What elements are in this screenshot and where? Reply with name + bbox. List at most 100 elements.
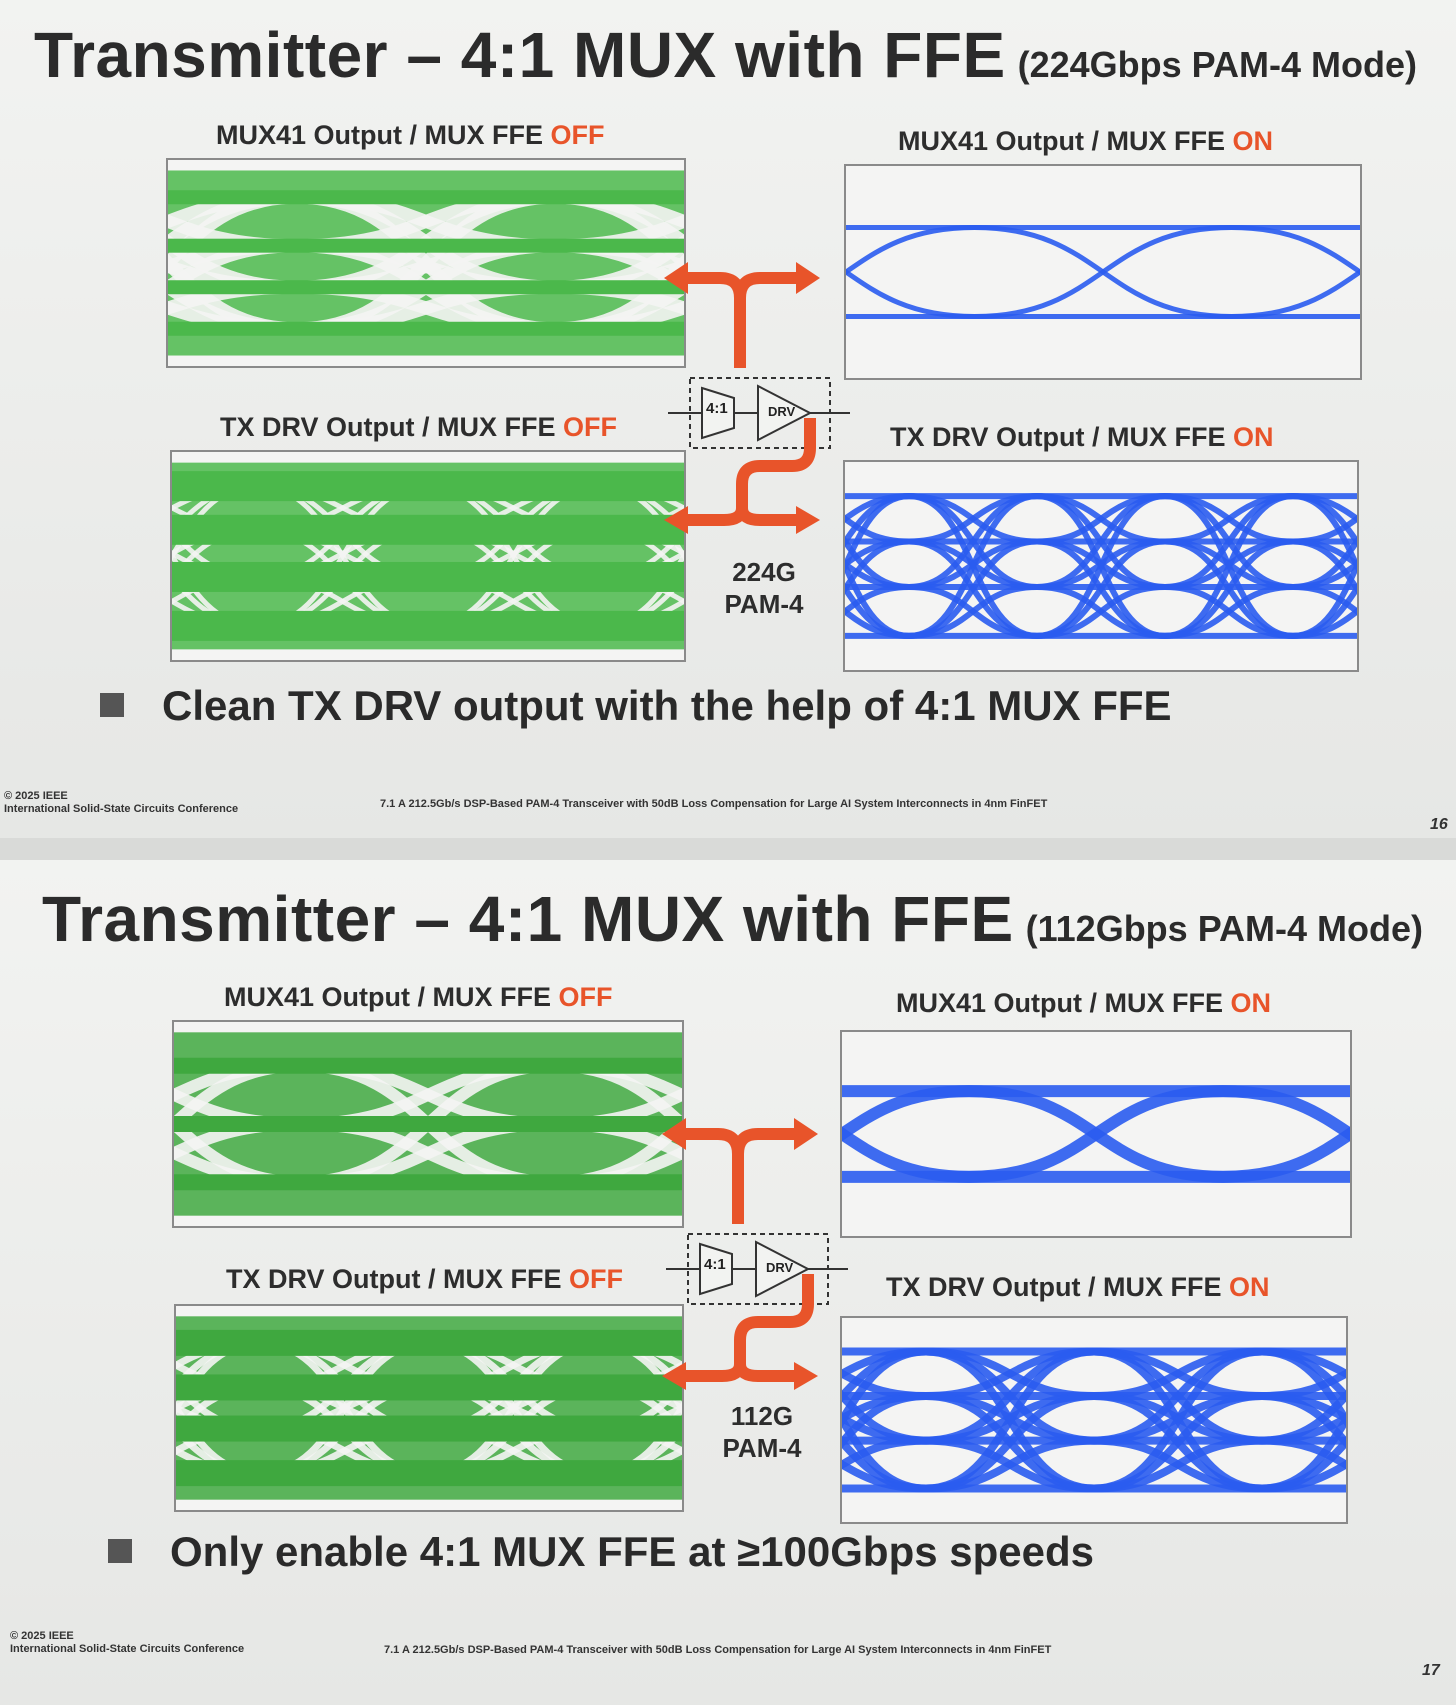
label-text: TX DRV Output / MUX FFE <box>226 1264 569 1294</box>
eye-level-band <box>174 1057 682 1074</box>
eye-level-band <box>176 1374 682 1401</box>
eye-diagram-mux-on <box>840 1030 1352 1238</box>
drv-label: DRV <box>768 404 796 419</box>
footer-paper-title: 7.1 A 212.5Gb/s DSP-Based PAM-4 Transcei… <box>384 1644 1052 1656</box>
rate-value: 112G <box>730 1401 794 1431</box>
slide-title: Transmitter – 4:1 MUX with FFE(112Gbps P… <box>42 882 1423 956</box>
arrowhead-right-icon <box>794 1118 818 1150</box>
mux-label: 4:1 <box>706 400 728 417</box>
eye-image <box>845 493 1357 639</box>
footer-left: © 2025 IEEE International Solid-State Ci… <box>4 790 238 816</box>
arrow-down-path <box>734 1274 814 1376</box>
arrow-down-path <box>736 418 816 520</box>
eye-diagram-mux-off <box>172 1020 684 1228</box>
state-off: OFF <box>568 1264 623 1294</box>
arrowhead-left-icon <box>662 1362 686 1390</box>
diagram-graphics <box>662 1118 848 1390</box>
driver-symbol-icon <box>755 1240 811 1298</box>
eye-level-band <box>172 561 684 592</box>
slide-title: Transmitter – 4:1 MUX with FFE (224Gbps P… <box>34 18 1417 92</box>
data-rate-label: 224G PAM-4 <box>704 556 824 620</box>
eye-diagram-drv-off <box>174 1304 684 1512</box>
rate-modulation: PAM-4 <box>724 589 804 619</box>
eye-level-band <box>174 1116 682 1132</box>
arrow-up-right <box>734 272 800 299</box>
label-drv-ffe-off: TX DRV Output / MUX FFE OFF <box>226 1264 623 1295</box>
arrowhead-right-icon <box>796 262 820 294</box>
label-mux-ffe-off: MUX41 Output / MUX FFE OFF <box>224 982 613 1013</box>
slide-separator <box>0 838 1456 860</box>
eye-trace <box>968 1085 1224 1183</box>
label-mux-ffe-off: MUX41 Output / MUX FFE OFF <box>216 120 605 151</box>
eye-trace <box>846 268 975 320</box>
arrow-bottom-split <box>682 507 800 526</box>
eye-diagram-mux-off <box>166 158 686 368</box>
title-main: Transmitter – 4:1 MUX with FFE <box>34 19 1006 91</box>
state-on: ON <box>1232 126 1274 156</box>
title-mode: (224Gbps PAM-4 Mode) <box>1017 44 1417 85</box>
footer-left: © 2025 IEEE International Solid-State Ci… <box>10 1630 244 1656</box>
eye-trace <box>1231 224 1360 276</box>
eye-level-band <box>172 514 684 545</box>
eye-diagram-drv-off <box>170 450 686 662</box>
eye-trace <box>846 224 975 276</box>
eye-level-band <box>168 238 684 253</box>
mux-symbol-icon <box>701 386 735 440</box>
eye-trace <box>842 1347 927 1428</box>
page-number: 16 <box>1430 816 1448 833</box>
label-text: MUX41 Output / MUX FFE <box>216 120 551 150</box>
label-mux-ffe-on: MUX41 Output / MUX FFE ON <box>896 988 1271 1019</box>
eye-trace <box>842 1436 927 1470</box>
bullet-text: Clean TX DRV output with the help of 4:1… <box>162 682 1172 729</box>
arrow-up-left <box>680 1128 744 1224</box>
state-on: ON <box>1228 1272 1270 1302</box>
eye-trace <box>1292 583 1357 616</box>
eye-trace <box>845 493 910 574</box>
eye-level-band <box>174 1174 682 1191</box>
label-drv-ffe-on: TX DRV Output / MUX FFE ON <box>890 422 1273 453</box>
eye-trace <box>845 538 910 595</box>
eye-image <box>168 170 684 356</box>
eye-image <box>174 1032 682 1216</box>
eye-trace <box>1292 538 1357 595</box>
state-off: OFF <box>550 120 605 150</box>
eye-level-band <box>168 190 684 205</box>
label-text: MUX41 Output / MUX FFE <box>898 126 1233 156</box>
eye-image <box>172 462 684 650</box>
footer-paper-title: 7.1 A 212.5Gb/s DSP-Based PAM-4 Transcei… <box>380 798 1048 810</box>
title-main: Transmitter – 4:1 MUX with FFE <box>42 883 1014 955</box>
eye-trace <box>1261 1436 1346 1470</box>
label-text: TX DRV Output / MUX FFE <box>886 1272 1229 1302</box>
label-drv-ffe-on: TX DRV Output / MUX FFE ON <box>886 1272 1269 1303</box>
bullet-square-icon <box>108 1538 132 1563</box>
arrow-bottom-split <box>680 1363 798 1382</box>
page-number: 17 <box>1422 1662 1440 1679</box>
diagram-graphics <box>664 262 850 534</box>
slide-17: Transmitter – 4:1 MUX with FFE(112Gbps P… <box>0 860 1456 1705</box>
driver-symbol-icon <box>757 384 813 442</box>
bullet-point: Clean TX DRV output with the help of 4:1… <box>100 682 1172 730</box>
arrow-up-left <box>682 272 746 368</box>
rate-modulation: PAM-4 <box>722 1433 802 1463</box>
footer-conference: International Solid-State Circuits Confe… <box>10 1643 245 1655</box>
eye-trace <box>842 1085 970 1142</box>
footer-copyright: © 2025 IEEE <box>4 790 68 802</box>
eye-diagram-mux-on <box>844 164 1362 380</box>
label-mux-ffe-on: MUX41 Output / MUX FFE ON <box>898 126 1273 157</box>
arrowhead-left-icon <box>664 262 688 294</box>
state-off: OFF <box>558 982 613 1012</box>
arrowhead-right-icon <box>796 506 820 534</box>
bullet-square-icon <box>100 692 124 717</box>
eye-image <box>176 1316 682 1500</box>
mux-label: 4:1 <box>704 1256 726 1273</box>
eye-trace <box>1231 268 1360 320</box>
state-on: ON <box>1232 422 1274 452</box>
bullet-point: Only enable 4:1 MUX FFE at ≥100Gbps spee… <box>108 1528 1094 1576</box>
eye-trace <box>1261 1347 1346 1428</box>
label-text: TX DRV Output / MUX FFE <box>890 422 1233 452</box>
eye-image <box>846 224 1360 320</box>
slide-16: Transmitter – 4:1 MUX with FFE (224Gbps P… <box>0 0 1456 840</box>
eye-level-band <box>172 471 684 502</box>
footer-conference: International Solid-State Circuits Confe… <box>4 803 239 815</box>
eye-level-band <box>176 1460 682 1487</box>
